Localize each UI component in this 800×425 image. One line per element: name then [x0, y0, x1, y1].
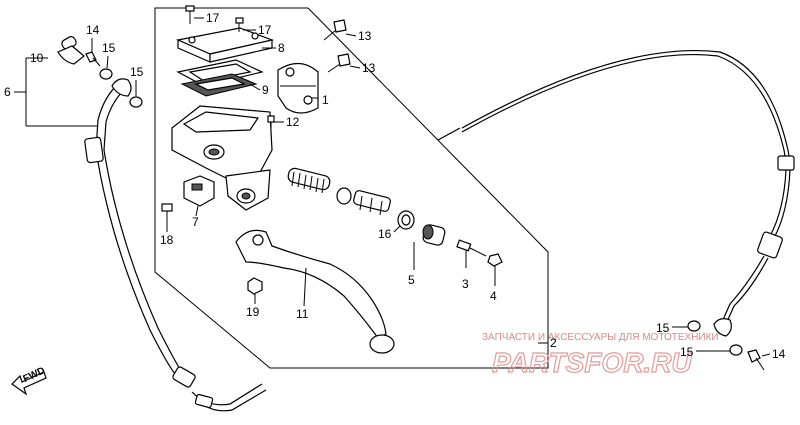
screw-17-right	[235, 17, 244, 32]
part-label-17b: 17	[258, 23, 272, 37]
hose-banjo-bolt	[57, 36, 85, 65]
washer-15-right-lower	[729, 344, 743, 356]
pivot-nut	[487, 253, 503, 267]
watermark-brand: PARTSFOR.RU	[492, 347, 692, 378]
bolt-14-right	[747, 349, 765, 371]
part-label-13a: 13	[358, 29, 372, 43]
brake-switch	[183, 175, 215, 207]
clutch-lever	[235, 229, 395, 354]
part-label-9: 9	[262, 83, 269, 97]
clamp-holder	[277, 62, 319, 114]
brake-hose	[84, 78, 267, 412]
part-label-7: 7	[192, 215, 199, 229]
part-label-6: 6	[4, 85, 11, 99]
part-label-19: 19	[246, 305, 260, 319]
piston	[353, 190, 391, 216]
part-label-8: 8	[278, 41, 285, 55]
part-label-11: 11	[296, 307, 309, 321]
part-label-13b: 13	[362, 61, 376, 75]
part-label-3: 3	[462, 277, 469, 291]
pivot-bolt	[456, 239, 487, 268]
bolt-12	[267, 115, 275, 134]
part-label-16: 16	[378, 227, 392, 241]
screw-17-left	[185, 5, 195, 24]
assembly-boundary	[154, 7, 549, 369]
part-label-18: 18	[160, 233, 174, 247]
bolt-14-left	[85, 51, 101, 67]
fwd-arrow: FWD	[11, 365, 47, 396]
bolt-13-lower	[327, 53, 351, 73]
washer-15-left-lower	[129, 96, 143, 108]
part-label-5: 5	[408, 273, 415, 287]
part-label-1: 1	[322, 93, 329, 107]
part-label-15d: 15	[680, 345, 694, 359]
part-label-15c: 15	[656, 321, 670, 335]
washer-15-right-upper	[687, 320, 701, 332]
part-label-15b: 15	[130, 65, 144, 79]
part-label-12: 12	[286, 115, 300, 129]
part-label-14b: 14	[772, 347, 786, 361]
part-label-14a: 14	[86, 23, 100, 37]
diaphragm	[180, 73, 258, 97]
part-label-2: 2	[550, 336, 557, 350]
piston-set	[287, 167, 446, 246]
switch-screw	[161, 203, 173, 222]
reservoir-cap	[175, 27, 275, 63]
master-cylinder-body	[171, 105, 273, 211]
washer-15-left-upper	[99, 68, 113, 80]
callout-bracket-6	[14, 57, 98, 127]
part-label-10: 10	[30, 51, 44, 65]
part-label-17a: 17	[206, 11, 220, 25]
bolt-13-upper	[323, 19, 347, 41]
watermark-caption: ЗАПЧАСТИ И АКСЕССУАРЫ ДЛЯ МОТОТЕХНИКИ	[482, 332, 719, 343]
lever-pivot-washer	[247, 277, 263, 295]
dust-boot	[422, 224, 446, 246]
clutch-hose-right	[437, 49, 795, 337]
spring	[287, 167, 331, 194]
part-label-4: 4	[490, 289, 497, 303]
part-label-15a: 15	[102, 41, 116, 55]
